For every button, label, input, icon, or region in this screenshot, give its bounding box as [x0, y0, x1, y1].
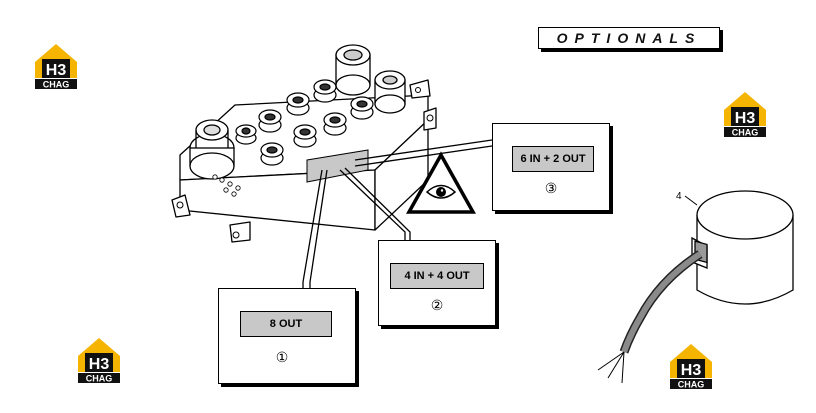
h3-chag-logo: H3 CHAG — [722, 90, 768, 138]
svg-text:CHAG: CHAG — [43, 80, 70, 90]
main-connector-top — [335, 44, 406, 114]
cable-sensor — [597, 190, 794, 384]
main-connector-left — [189, 119, 235, 180]
label-plate — [306, 149, 369, 183]
svg-text:H3: H3 — [681, 362, 702, 379]
callout-4in-4out: 4 IN + 4 OUT ② — [378, 240, 496, 326]
callout-number: ② — [430, 297, 444, 313]
svg-text:CHAG: CHAG — [678, 380, 705, 390]
svg-text:H3: H3 — [735, 110, 756, 127]
svg-text:CHAG: CHAG — [86, 374, 113, 384]
callout-label: 4 IN + 4 OUT — [390, 263, 484, 289]
eye-warning-triangle-icon — [406, 151, 476, 214]
svg-text:CHAG: CHAG — [732, 128, 759, 138]
svg-text:H3: H3 — [89, 356, 110, 373]
callout-label: 8 OUT — [240, 311, 332, 337]
callout-8-out: 8 OUT ① — [218, 288, 356, 384]
h3-chag-logo: H3 CHAG — [33, 42, 79, 90]
h3-chag-logo: H3 CHAG — [76, 336, 122, 384]
callout-number: ③ — [544, 180, 558, 196]
callout-6in-2out: 6 IN + 2 OUT ③ — [492, 123, 610, 211]
svg-text:H3: H3 — [46, 62, 67, 79]
callout-label: 6 IN + 2 OUT — [512, 146, 594, 172]
optionals-title: OPTIONALS — [538, 27, 720, 49]
h3-chag-logo: H3 CHAG — [668, 342, 714, 390]
callout-number: ① — [275, 349, 289, 365]
m8-ports — [235, 79, 374, 166]
part-number-label: 4 — [676, 191, 682, 202]
